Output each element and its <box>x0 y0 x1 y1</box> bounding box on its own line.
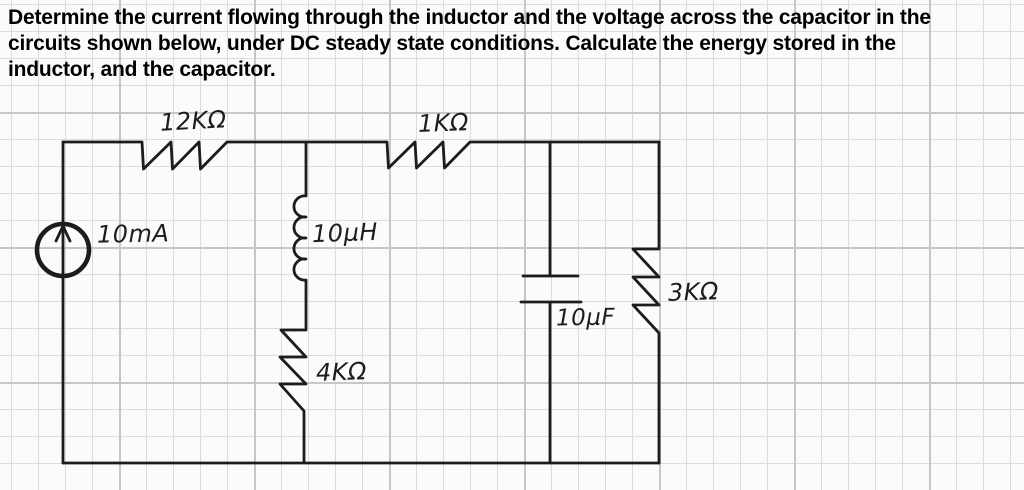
wire-top-with-12k-and-1k-resistors <box>61 140 661 171</box>
capacitor-branch <box>519 140 583 465</box>
resistor-1k-label: 1KΩ <box>417 108 470 138</box>
current-source-arrow-icon <box>54 224 72 243</box>
resistor-12k-label: 12KΩ <box>159 105 228 137</box>
resistor-3k-label: 3KΩ <box>667 277 720 307</box>
current-source-icon <box>34 221 92 279</box>
problem-statement: Determine the current flowing through th… <box>8 5 1012 83</box>
resistor-4k-label: 4KΩ <box>315 357 368 387</box>
right-branch-3k-resistor <box>631 140 661 465</box>
inductor-and-4k-branch <box>278 140 308 465</box>
inductor-label: 10µH <box>311 217 379 249</box>
problem-line-1: Determine the current flowing through th… <box>8 6 931 29</box>
capacitor-label: 10µF <box>555 304 616 332</box>
problem-line-2: circuits shown below, under DC steady st… <box>8 32 896 55</box>
problem-line-3: inductor, and the capacitor. <box>8 58 276 81</box>
current-source-label: 10mA <box>96 219 170 249</box>
